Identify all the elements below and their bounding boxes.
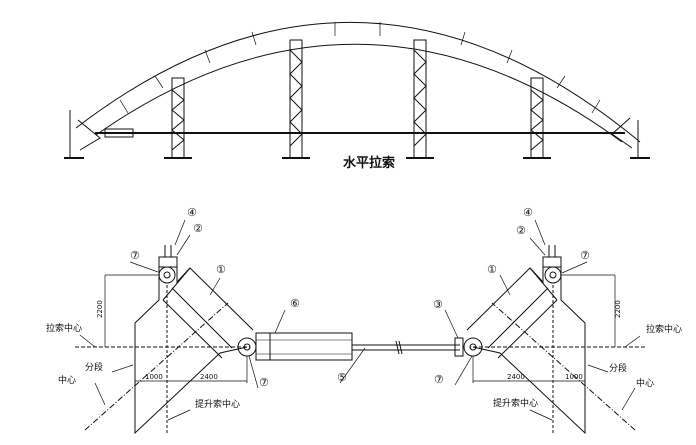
dim-2400: 2400: [200, 373, 218, 381]
tension-cable: [255, 332, 464, 361]
support-tower-3: [406, 39, 434, 159]
cable-center-label: 拉索中心: [646, 325, 683, 335]
left-abutment: [64, 110, 101, 159]
tensioner-cylinder: [255, 332, 353, 361]
callout-7: ⑦: [259, 376, 269, 389]
center-label: 中心: [58, 376, 77, 386]
arch-inner: [95, 43, 623, 143]
callout-3: ③: [433, 298, 443, 311]
left-anchor-detail: [75, 245, 257, 435]
support-tower-1: [164, 77, 192, 159]
tensioner-box: [104, 128, 134, 138]
callout-5: ⑤: [337, 371, 347, 384]
callout-1: ①: [216, 263, 226, 276]
cable-center-label: 拉索中心: [46, 324, 83, 334]
dim-1000: 1000: [145, 373, 163, 381]
center-label: 中心: [636, 379, 655, 389]
support-tower-4: [523, 77, 551, 159]
lift-cable-center-label: 提升索中心: [195, 400, 241, 410]
lift-cable-center-label: 提升索中心: [493, 399, 539, 409]
elevation-title: 水平拉索: [343, 156, 396, 171]
segment-label: 分段: [85, 363, 104, 373]
support-tower-2: [282, 39, 310, 159]
dim-2200: 2200: [96, 300, 104, 318]
segment-label: 分段: [609, 364, 628, 374]
callout-7: ⑦: [434, 373, 444, 386]
arch-segment-lines: [119, 22, 601, 114]
dim-2200: 2200: [614, 300, 622, 318]
callout-6: ⑥: [290, 297, 300, 310]
callout-4: ④: [187, 206, 197, 219]
arch-outer: [75, 22, 641, 143]
callout-4: ④: [523, 206, 533, 219]
callout-7: ⑦: [130, 249, 140, 262]
callout-7: ⑦: [580, 249, 590, 262]
callout-2: ②: [516, 224, 526, 237]
leader-lines: [79, 219, 641, 421]
dim-2400: 2400: [507, 373, 525, 381]
right-abutment: [611, 117, 650, 159]
dim-1000: 1000: [565, 373, 583, 381]
callout-2: ②: [193, 222, 203, 235]
callout-1: ①: [487, 263, 497, 276]
arch-elevation: [64, 22, 650, 159]
